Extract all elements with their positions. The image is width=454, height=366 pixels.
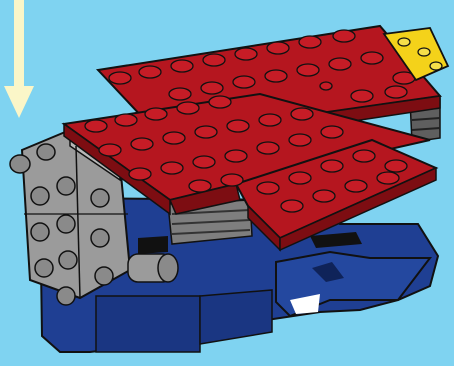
down-arrow-icon	[4, 0, 34, 118]
